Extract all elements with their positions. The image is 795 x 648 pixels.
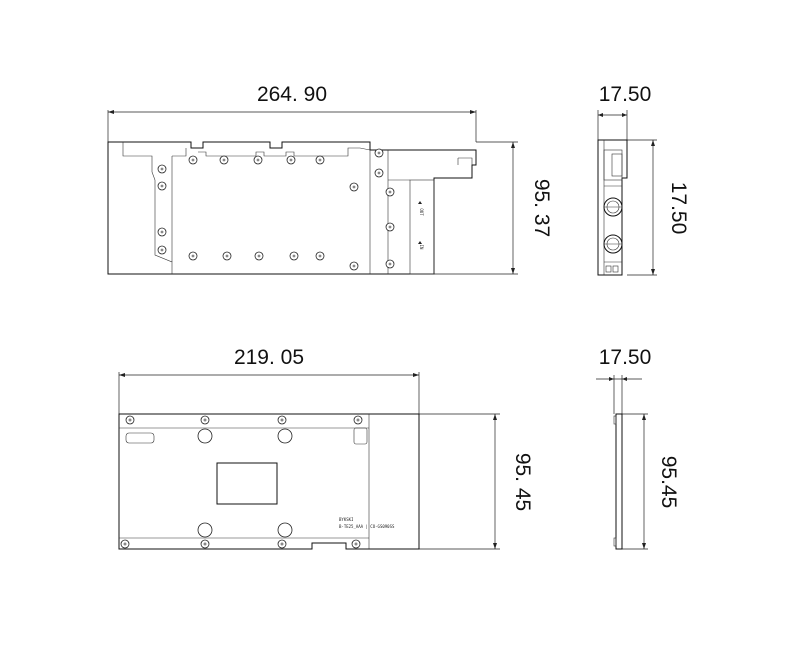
front-screws: [157, 148, 395, 271]
side-top-depth-dimension: 17.50: [597, 83, 652, 140]
back-height-dimension: 95. 45: [419, 413, 534, 550]
side-bottom-depth-label: 17.50: [599, 346, 652, 369]
side-top-height-dimension: 17.50: [627, 139, 690, 276]
outlet-port-label: OUT: [419, 208, 424, 216]
side-top-height-label: 17.50: [667, 182, 690, 235]
front-inner-plate: [122, 152, 173, 274]
front-height-label: 95. 37: [530, 179, 553, 237]
side-bottom-height-label: 95.45: [657, 456, 680, 509]
side-top-depth-label: 17.50: [599, 83, 652, 106]
backplate-outline: [118, 413, 420, 550]
side-bottom-height-dimension: 95.45: [622, 413, 680, 550]
backplate-holes: [197, 428, 293, 538]
side-bottom-plate: [615, 413, 623, 550]
backplate-standoffs: [120, 415, 363, 549]
front-width-dimension: 264. 90: [107, 83, 477, 142]
side-view-bottom: 17.50 95.45: [596, 346, 680, 550]
front-view: 264. 90 95. 37 OUT IN: [107, 83, 553, 275]
back-view: 219. 05 95. 45: [118, 346, 534, 550]
fitting-inlet: [603, 234, 623, 254]
front-height-dimension: 95. 37: [434, 141, 553, 275]
front-width-label: 264. 90: [257, 83, 327, 106]
port-strip: [409, 179, 435, 275]
backplate-cutout: [216, 462, 278, 505]
side-bottom-depth-dimension: 17.50: [596, 346, 651, 414]
side-view-top: 17.50 17.50: [597, 83, 690, 276]
backplate-marking-line1: BYKSKI: [339, 517, 354, 522]
inlet-port-label: IN: [419, 245, 424, 250]
front-outline: [107, 141, 477, 275]
back-width-dimension: 219. 05: [118, 346, 420, 414]
backplate-slot: [125, 432, 155, 444]
fitting-outlet: [603, 197, 623, 217]
back-width-label: 219. 05: [234, 346, 304, 369]
back-height-label: 95. 45: [511, 453, 534, 511]
backplate-slot-right: [353, 427, 368, 445]
side-top-outline: [597, 139, 628, 276]
backplate-marking-line2: B-TE25_AAA | CO-GS090SS: [339, 524, 395, 529]
